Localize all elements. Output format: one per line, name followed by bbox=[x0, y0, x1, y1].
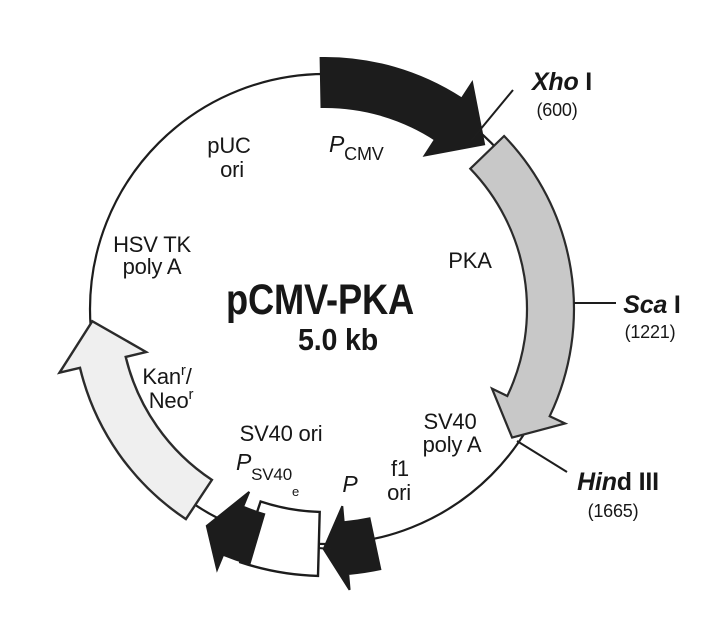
p-promoter-label: P bbox=[342, 471, 358, 497]
hindiii-site-label-line1: Hind III bbox=[577, 468, 659, 496]
kan-neo-label-line2: Neor bbox=[149, 386, 194, 413]
pcmv-promoter-label: PCMV bbox=[329, 131, 384, 164]
plasmid-name-title: pCMV-PKA bbox=[226, 276, 414, 324]
hindiii-site-label-line2: (1665) bbox=[588, 501, 639, 521]
xhoi-site-label-line1: Xho I bbox=[530, 68, 592, 96]
scai-site-label-line2: (1221) bbox=[625, 322, 676, 342]
hsv-tk-polya-label-line1: HSV TK bbox=[113, 232, 191, 257]
sv40-polya-label-line1: SV40 bbox=[423, 409, 476, 434]
kan-neo-arrow bbox=[56, 319, 214, 521]
segment-tick-line bbox=[317, 547, 332, 550]
pka-gene-label: PKA bbox=[448, 248, 492, 273]
sv40-polya-label-line2: poly A bbox=[423, 432, 482, 457]
sv40-ori-label: SV40 ori bbox=[240, 421, 323, 446]
f1-ori-label-line1: f1 bbox=[391, 456, 409, 481]
p-promoter-arrow bbox=[322, 505, 382, 591]
puc-ori-label-line2: ori bbox=[220, 157, 244, 182]
pcmv-promoter-arrow bbox=[319, 56, 486, 157]
hsv-tk-polya-label-line2: poly A bbox=[123, 254, 182, 279]
kan-neo-label-line1: Kanr/ bbox=[142, 362, 192, 389]
puc-ori-label-line1: pUC bbox=[207, 133, 251, 158]
plasmid-size-label: 5.0 kb bbox=[298, 322, 378, 357]
psv40e-promoter-arrow bbox=[205, 491, 266, 573]
f1-ori-label-line2: ori bbox=[387, 480, 411, 505]
xhoi-site-label-line2: (600) bbox=[536, 100, 577, 120]
scai-site-label-line1: Sca I bbox=[623, 291, 680, 319]
xhoi-leader-line bbox=[469, 89, 514, 143]
pka-gene-arrow bbox=[468, 134, 576, 439]
psv40e-promoter-label: PSV40e bbox=[236, 449, 299, 499]
hindiii-leader-line bbox=[516, 440, 568, 473]
